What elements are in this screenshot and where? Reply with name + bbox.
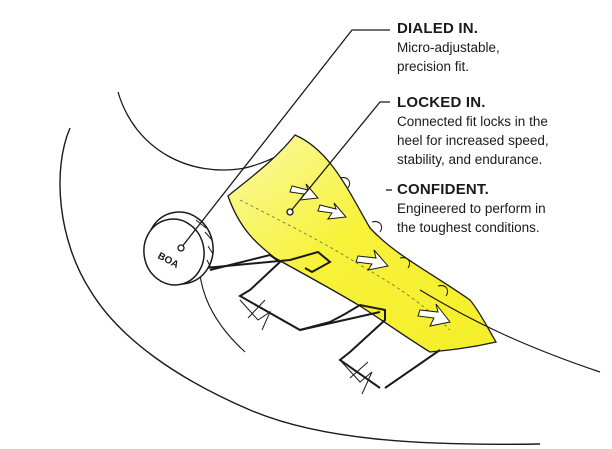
shoe-right-edge	[419, 289, 601, 373]
leader-line-dialed	[180, 29, 390, 249]
texture-stroke	[437, 285, 449, 297]
leader-dot	[286, 208, 294, 216]
callout-confident: CONFIDENT. Engineered to perform in the …	[397, 181, 607, 237]
texture-stroke	[371, 221, 383, 233]
callout-heading: DIALED IN.	[397, 20, 479, 37]
texture-stroke	[339, 177, 351, 189]
texture-stroke	[399, 257, 411, 269]
boa-dial-face	[143, 218, 205, 286]
leader-dot	[177, 244, 185, 252]
callout-heading: CONFIDENT.	[397, 181, 489, 198]
callout-dialed-in: DIALED IN. Micro-adjustable, precision f…	[397, 20, 607, 76]
callout-heading: LOCKED IN.	[397, 94, 486, 111]
pressure-arrow-icon	[317, 202, 347, 220]
pressure-arrow-icon	[355, 249, 389, 271]
shoe-outline	[59, 127, 541, 446]
pressure-arrow-icon	[417, 303, 451, 327]
stitching-line	[239, 199, 451, 331]
callout-text: Engineered to perform in the toughest co…	[397, 201, 546, 235]
lace-guide-icon	[339, 359, 373, 395]
callout-text: Connected fit locks in the heel for incr…	[397, 114, 549, 167]
callout-text: Micro-adjustable, precision fit.	[397, 40, 500, 74]
boa-dial-ridges	[195, 219, 214, 269]
boa-dial: BOA	[143, 211, 214, 286]
lace-guide-icon	[239, 299, 272, 331]
callout-locked-in: LOCKED IN. Connected fit locks in the he…	[397, 94, 607, 169]
lace-cable	[209, 253, 386, 389]
lace-cable	[299, 311, 381, 331]
lace-cable	[204, 250, 332, 274]
leader-line-locked	[289, 101, 390, 213]
pressure-arrow-icon	[289, 183, 319, 201]
lace-cable	[384, 349, 441, 389]
